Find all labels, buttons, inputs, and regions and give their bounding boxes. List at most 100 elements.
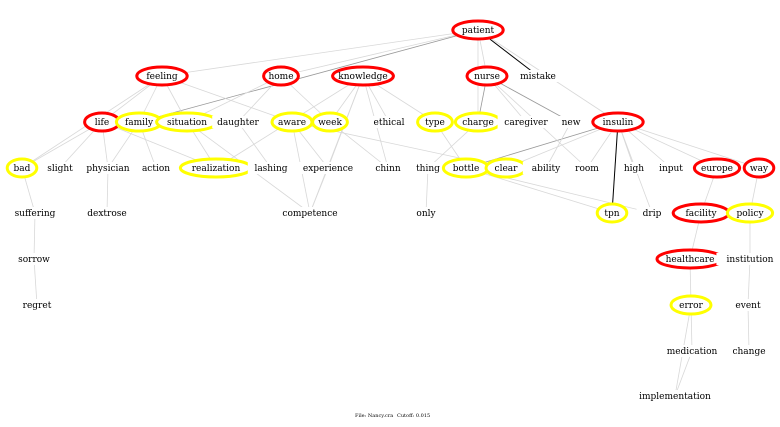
- node-event[interactable]: event: [730, 299, 766, 311]
- node-background: [39, 162, 81, 174]
- node-label: error: [679, 301, 703, 311]
- node-only[interactable]: only: [410, 207, 442, 219]
- node-ring-red: [262, 65, 300, 87]
- node-life[interactable]: life: [83, 111, 121, 133]
- node-bad[interactable]: bad: [5, 157, 39, 179]
- node-ability[interactable]: ability: [522, 162, 570, 174]
- node-facility[interactable]: facility: [671, 202, 731, 224]
- node-institution[interactable]: institution: [716, 253, 780, 265]
- node-physician[interactable]: physician: [79, 162, 137, 174]
- node-experience[interactable]: experience: [297, 162, 359, 174]
- node-label: bad: [14, 164, 31, 174]
- node-label: implementation: [639, 392, 711, 402]
- edge-medication-implementation: [674, 350, 693, 397]
- node-action[interactable]: action: [135, 162, 177, 174]
- node-medication[interactable]: medication: [661, 345, 723, 357]
- node-thing[interactable]: thing: [410, 162, 446, 174]
- node-background: [297, 162, 359, 174]
- node-label: caregiver: [504, 118, 548, 128]
- node-error[interactable]: error: [669, 294, 713, 316]
- node-knowledge[interactable]: knowledge: [331, 65, 395, 87]
- node-clear[interactable]: clear: [484, 157, 528, 179]
- node-ring-yellow: [725, 202, 775, 224]
- node-mistake[interactable]: mistake: [514, 70, 562, 82]
- node-new[interactable]: new: [558, 116, 584, 128]
- node-drip[interactable]: drip: [636, 207, 668, 219]
- node-background: [135, 162, 177, 174]
- node-realization[interactable]: realization: [178, 157, 254, 179]
- edge-suffering-sorrow: [33, 212, 36, 260]
- node-ring-red: [591, 111, 645, 133]
- node-chinn[interactable]: chinn: [370, 162, 406, 174]
- node-background: [661, 345, 723, 357]
- node-label: lashing: [254, 164, 287, 174]
- node-suffering[interactable]: suffering: [6, 207, 64, 219]
- node-label: bottle: [453, 164, 480, 174]
- node-label: suffering: [15, 209, 56, 219]
- node-tpn[interactable]: tpn: [595, 202, 629, 224]
- node-family[interactable]: family: [114, 111, 164, 133]
- node-situation[interactable]: situation: [155, 111, 219, 133]
- node-feeling[interactable]: feeling: [135, 65, 189, 87]
- node-label: home: [268, 72, 293, 82]
- node-label: physician: [86, 164, 129, 174]
- node-label: healthcare: [666, 255, 715, 265]
- node-background: [247, 162, 295, 174]
- node-competence[interactable]: competence: [279, 207, 341, 219]
- node-charge[interactable]: charge: [453, 111, 503, 133]
- footer-cutoff: Cutoff: 0.015: [397, 413, 430, 419]
- node-regret[interactable]: regret: [16, 299, 58, 311]
- node-daughter[interactable]: daughter: [212, 116, 264, 128]
- node-label: charge: [462, 118, 494, 128]
- edge-feeling-aware: [161, 75, 293, 123]
- node-label: insulin: [603, 118, 634, 128]
- node-way[interactable]: way: [742, 157, 776, 179]
- node-insulin[interactable]: insulin: [591, 111, 645, 133]
- edge-patient-home: [280, 29, 479, 77]
- node-healthcare[interactable]: healthcare: [655, 248, 725, 270]
- node-label: knowledge: [338, 72, 387, 82]
- node-bottle[interactable]: bottle: [441, 157, 491, 179]
- node-slight[interactable]: slight: [39, 162, 81, 174]
- node-nurse[interactable]: nurse: [465, 65, 509, 87]
- node-sorrow[interactable]: sorrow: [13, 253, 55, 265]
- node-background: [370, 162, 406, 174]
- node-europe[interactable]: europe: [692, 157, 742, 179]
- node-label: facility: [685, 209, 717, 219]
- node-week[interactable]: week: [311, 111, 349, 133]
- node-background: [81, 207, 133, 219]
- node-background: [522, 162, 570, 174]
- node-ring-yellow: [595, 202, 629, 224]
- edge-experience-competence: [309, 167, 329, 214]
- node-change[interactable]: change: [728, 345, 770, 357]
- node-ethical[interactable]: ethical: [365, 116, 413, 128]
- node-label: event: [735, 301, 761, 311]
- node-label: feeling: [146, 72, 178, 82]
- node-room[interactable]: room: [571, 162, 603, 174]
- node-type[interactable]: type: [416, 111, 454, 133]
- node-label: medication: [667, 347, 718, 357]
- node-label: europe: [701, 164, 733, 174]
- node-high[interactable]: high: [618, 162, 650, 174]
- footer-file: File: Nancy.cra: [355, 413, 393, 419]
- node-home[interactable]: home: [262, 65, 300, 87]
- node-background: [212, 116, 264, 128]
- node-input[interactable]: input: [653, 162, 689, 174]
- node-label: experience: [303, 164, 353, 174]
- node-aware[interactable]: aware: [270, 111, 314, 133]
- node-label: tpn: [604, 209, 619, 219]
- node-caregiver[interactable]: caregiver: [497, 116, 555, 128]
- node-background: [653, 162, 689, 174]
- node-label: week: [318, 118, 342, 128]
- node-lashing[interactable]: lashing: [247, 162, 295, 174]
- node-label: thing: [416, 164, 440, 174]
- node-label: action: [142, 164, 170, 174]
- node-implementation[interactable]: implementation: [633, 390, 717, 402]
- edge-insulin-way: [617, 121, 760, 169]
- node-patient[interactable]: patient: [451, 19, 505, 41]
- node-background: [410, 162, 446, 174]
- node-dextrose[interactable]: dextrose: [81, 207, 133, 219]
- node-label: realization: [192, 164, 241, 174]
- node-policy[interactable]: policy: [725, 202, 775, 224]
